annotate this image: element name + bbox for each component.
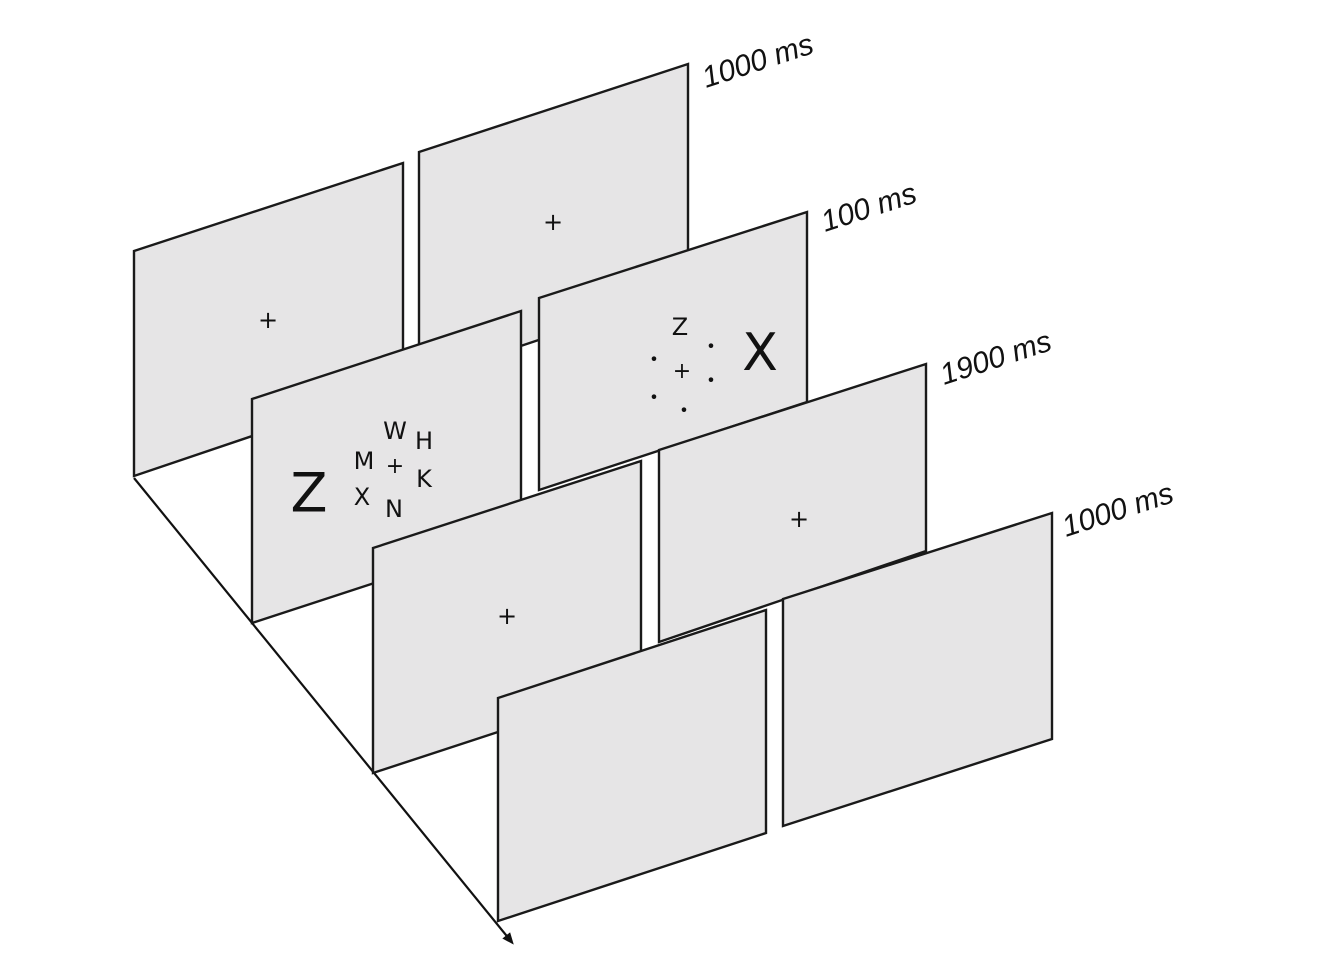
timing-label-response: 1900 ms xyxy=(936,325,1056,392)
panel-left-blank xyxy=(496,608,768,923)
time-axis xyxy=(133,477,514,945)
top-letter: Z xyxy=(672,313,688,341)
fixation-cross: + xyxy=(789,505,809,533)
fixation-cross: + xyxy=(386,454,404,479)
placeholder-dot: • xyxy=(649,388,658,407)
placeholder-dot: • xyxy=(649,350,658,369)
timing-label-fixation: 1000 ms xyxy=(698,28,818,95)
fixation-cross: + xyxy=(673,359,691,384)
row-2-stimulus: Z W H M + K X N Z • • + • • • X 100 ms xyxy=(250,177,921,625)
circle-letter: N xyxy=(385,495,403,523)
fixation-cross: + xyxy=(497,602,517,630)
circle-letter: K xyxy=(416,465,433,493)
fixation-cross: + xyxy=(258,306,278,334)
target-letter: Z xyxy=(291,462,328,525)
circle-letter: H xyxy=(415,427,433,455)
placeholder-dot: • xyxy=(679,401,688,420)
row-4-blank: 1000 ms xyxy=(496,477,1178,923)
timing-label-iti: 1000 ms xyxy=(1058,477,1178,544)
timing-label-stimulus: 100 ms xyxy=(817,177,921,239)
fixation-cross: + xyxy=(543,208,563,236)
target-letter: X xyxy=(742,323,778,383)
panel-right-blank xyxy=(781,511,1054,828)
circle-letter: M xyxy=(354,447,375,475)
placeholder-dot: • xyxy=(706,337,715,356)
placeholder-dot: • xyxy=(706,371,715,390)
panel-right-response xyxy=(657,362,928,644)
circle-letter: W xyxy=(383,417,407,445)
circle-letter: X xyxy=(354,483,370,511)
